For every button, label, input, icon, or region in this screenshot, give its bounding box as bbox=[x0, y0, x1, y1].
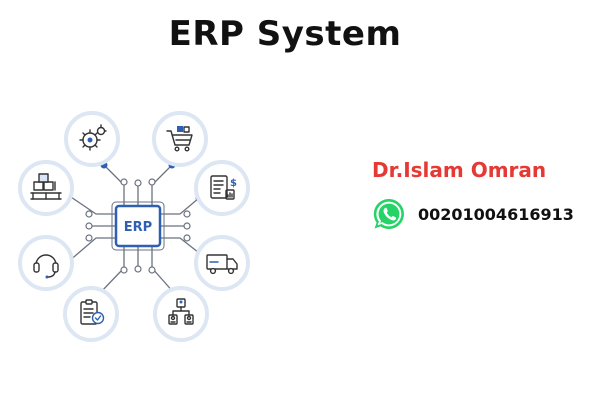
node bbox=[134, 179, 142, 187]
connector-invoice bbox=[160, 197, 200, 215]
node bbox=[85, 234, 93, 242]
author-name: Dr.Islam Omran bbox=[372, 158, 547, 182]
page-title: ERP System bbox=[168, 14, 402, 54]
module-circle-checklist bbox=[63, 286, 119, 342]
hollow-nodes bbox=[85, 178, 191, 274]
connector-gears bbox=[103, 164, 125, 206]
node bbox=[120, 266, 128, 274]
connector-boxes bbox=[67, 194, 116, 215]
node bbox=[85, 210, 93, 218]
node bbox=[120, 178, 128, 186]
connector-headset bbox=[67, 237, 116, 263]
shopping-cart-icon bbox=[166, 126, 193, 152]
contact-row: 00201004616913 bbox=[372, 197, 574, 231]
invoice-icon: $ bbox=[210, 175, 237, 200]
headset-icon bbox=[33, 254, 59, 279]
node bbox=[85, 222, 93, 230]
node bbox=[134, 265, 142, 273]
module-circle-cart bbox=[152, 111, 208, 167]
module-circle-headset bbox=[18, 235, 74, 291]
connector-checklist bbox=[98, 246, 125, 295]
node bbox=[183, 234, 191, 242]
inventory-boxes-icon bbox=[30, 173, 62, 200]
erp-chip: ERP bbox=[111, 201, 165, 251]
connector-truck bbox=[160, 237, 204, 257]
chip-body bbox=[114, 204, 162, 248]
delivery-truck-icon bbox=[206, 254, 238, 275]
module-circle-truck bbox=[194, 235, 250, 291]
module-circle-orgchart bbox=[153, 286, 209, 342]
node bbox=[148, 266, 156, 274]
node bbox=[183, 210, 191, 218]
module-circle-invoice bbox=[194, 160, 250, 216]
node bbox=[183, 222, 191, 230]
org-chart-icon bbox=[168, 298, 194, 325]
node bbox=[148, 178, 156, 186]
chip-pins bbox=[111, 201, 165, 251]
phone-number[interactable]: 00201004616913 bbox=[418, 204, 574, 224]
chip-label: ERP bbox=[124, 220, 152, 235]
module-circle-boxes bbox=[18, 160, 74, 216]
checklist-clipboard-icon bbox=[80, 299, 105, 325]
connector-cart bbox=[151, 164, 173, 206]
module-circles bbox=[18, 111, 250, 342]
svg-text:$: $ bbox=[230, 178, 237, 189]
gears-icon bbox=[79, 124, 107, 151]
whatsapp-icon[interactable] bbox=[372, 197, 406, 231]
